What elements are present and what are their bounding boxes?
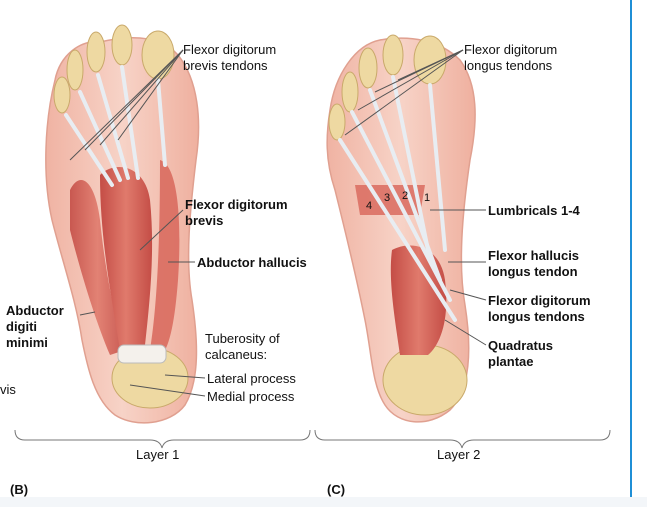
lumbrical-number-4: 4: [366, 200, 373, 212]
abductor-hallucis-muscle: [150, 160, 180, 355]
layer2-bracket: [314, 429, 611, 449]
label-fdl-line1: Flexor digitorum: [488, 293, 591, 308]
label-fhl-line2: longus tendon: [488, 264, 578, 279]
label-abductor-digiti-line3: minimi: [6, 335, 48, 350]
label-quadratus-line2: plantae: [488, 354, 534, 369]
label-lateral-process: Lateral process: [207, 371, 296, 386]
label-fdb-line1: Flexor digitorum: [185, 197, 288, 212]
lumbrical-number-2: 2: [402, 190, 409, 202]
lumbrical-number-1: 1: [424, 192, 431, 204]
label-fdl-tendons-top-line2: longus tendons: [464, 58, 553, 73]
label-quadratus-line1: Quadratus: [488, 338, 554, 353]
label-tuberosity-line1: Tuberosity of: [205, 331, 280, 346]
flexor-digitorum-brevis-muscle: [100, 167, 153, 350]
layer1-bracket: [14, 429, 311, 449]
label-fhl-line1: Flexor hallucis: [488, 248, 580, 263]
foot-layer2: [326, 34, 476, 423]
foot-c-leader-lines: [344, 49, 487, 346]
page-bottom-strip: [0, 497, 647, 507]
label-fdl-tendons-top-line1: Flexor digitorum: [464, 42, 558, 57]
label-fdl-line2: longus tendons: [488, 309, 585, 324]
lumbrical-number-3: 3: [384, 192, 391, 204]
panel-letter-c: (C): [327, 482, 346, 497]
label-cut-off: vis: [0, 382, 16, 397]
label-layer-2: Layer 2: [437, 447, 481, 462]
foot-layer1: [45, 24, 200, 424]
foot-b-toes: [53, 24, 175, 114]
foot-b-tendons: [64, 65, 167, 187]
foot-c-tendons: [338, 75, 457, 322]
label-abductor-digiti-line1: Abductor: [6, 303, 64, 318]
label-layer-1: Layer 1: [136, 447, 180, 462]
label-fdb-tendons-line2: brevis tendons: [183, 58, 268, 73]
label-tuberosity-line2: calcaneus:: [205, 347, 268, 362]
panel-letter-b: (B): [10, 482, 29, 497]
label-lumbricals: Lumbricals 1-4: [488, 203, 580, 218]
label-abductor-digiti-line2: digiti: [6, 319, 38, 334]
abductor-digiti-minimi-muscle: [70, 180, 125, 355]
page-right-border: [630, 0, 632, 507]
label-medial-process: Medial process: [207, 389, 295, 404]
foot-c-calcaneus: [382, 344, 468, 416]
foot-b-heel-fascia: [117, 344, 167, 364]
quadratus-plantae-muscle: [390, 245, 447, 355]
label-fdb-tendons-line1: Flexor digitorum: [183, 42, 277, 57]
label-abductor-hallucis: Abductor hallucis: [197, 255, 307, 270]
label-fdb-line2: brevis: [185, 213, 224, 228]
foot-b-leader-lines: [69, 49, 206, 397]
foot-c-toes: [328, 34, 447, 141]
